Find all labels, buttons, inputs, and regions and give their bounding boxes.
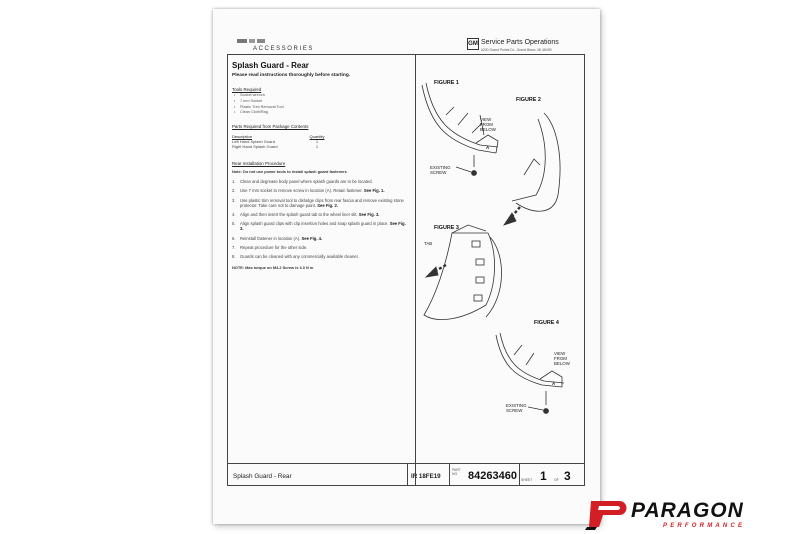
table-row: Left Hand Splash Guard 1	[232, 139, 410, 144]
instruction-sheet: ACCESSORIES GM Service Parts Operations …	[213, 9, 600, 524]
tool-item: Clean Cloth/Rag	[232, 110, 410, 116]
procedure-heading: Rear Installation Procedure	[232, 161, 286, 167]
part-no-label: PART NO.	[452, 468, 461, 476]
list-item: 6.Reinstall fastener in location (A). Se…	[232, 235, 323, 241]
step-figure-ref: See Fig. 1.	[363, 188, 385, 194]
spo-address: 6200 Grand Pointe Dr., Grand Blanc, MI 4…	[481, 48, 552, 52]
fig4-screw-icon	[543, 408, 549, 414]
part-quantity: 1	[315, 139, 319, 145]
fig3-clip	[475, 258, 485, 266]
paragon-wordmark: PARAGON	[631, 499, 744, 522]
footer-divider	[449, 464, 450, 486]
table-row: Right Hand Splash Guard 1	[232, 144, 410, 149]
ir-code: IR 18FE19	[411, 473, 441, 480]
fig3-clip	[471, 240, 481, 248]
fig4-point-a: A	[552, 381, 556, 386]
step-figure-ref: See Fig. 3.	[358, 212, 380, 217]
tool-item: 7 mm Socket	[232, 99, 410, 105]
paragon-logo-icon	[585, 501, 627, 530]
paragon-subtitle: PERFORMANCE	[663, 523, 746, 529]
fig3-splash-guard	[423, 232, 495, 320]
list-item: 8.Guards can be cleaned with any commerc…	[232, 254, 359, 260]
tool-item: Socket wrench	[232, 93, 410, 99]
parts-header-row: Description Quantity	[232, 134, 410, 139]
fig4-view-from-below: VIEW FROM BELOW	[554, 351, 570, 366]
list-item: 4.Align and then insert the splash guard…	[232, 212, 380, 217]
fig1-view-from-below: VIEW FROM BELOW	[480, 117, 496, 132]
fig3-tab-label: TAB	[424, 241, 433, 246]
tools-list: Socket wrench 7 mm Socket Plastic Trim R…	[232, 93, 410, 116]
figures-column: FIGURE 1 FIGURE 2 FIGURE 3 FIGURE 4 VIEW…	[416, 55, 586, 485]
fig4-fascia-line	[495, 334, 563, 388]
instructions-column: Splash Guard - Rear Please read instruct…	[232, 61, 410, 271]
fig1-point-a: A	[486, 145, 490, 150]
tools-heading: Tools Required	[232, 87, 262, 92]
list-item: 7.Repeat procedure for the other side.	[232, 244, 308, 250]
part-number: 84263460	[468, 470, 517, 482]
figure-3-label: FIGURE 3	[434, 225, 459, 231]
list-item: 1.Clean and degrease body panel where sp…	[232, 179, 373, 185]
fig3-clip	[475, 276, 485, 284]
list-item: 2.Use 7 mm socket to remove screw in loc…	[232, 188, 385, 194]
step-figure-ref: See Fig. 4.	[301, 235, 323, 241]
torque-note: NOTE: Max torque on M4.2 Screw is 3.0 N …	[232, 265, 314, 271]
part-quantity: 1	[315, 144, 319, 150]
tool-item: Plastic Trim Removal Tool	[232, 105, 410, 111]
footer-divider	[407, 464, 408, 486]
column-divider	[415, 55, 416, 485]
doc-subtitle: Please read instructions thoroughly befo…	[232, 73, 351, 78]
parts-table: Description Quantity Left Hand Splash Gu…	[232, 134, 410, 149]
fig2-guard-outline	[515, 112, 561, 212]
fig1-existing-screw: EXISTING SCREW	[430, 165, 451, 175]
instruction-frame: Splash Guard - Rear Please read instruct…	[227, 54, 585, 486]
spo-title: Service Parts Operations	[481, 39, 559, 46]
fig1-screw-icon	[471, 170, 477, 176]
fig3-arrow-icon	[431, 263, 447, 275]
fig3-clip	[473, 294, 483, 302]
figure-1-label: FIGURE 1	[434, 80, 459, 86]
list-item: 3.Use plastic trim removal tool to dislo…	[232, 197, 404, 208]
parts-col-description: Description	[232, 134, 253, 140]
doc-title: Splash Guard - Rear	[232, 61, 309, 70]
sheet-label: SHEET	[521, 478, 533, 482]
footer-title: Splash Guard - Rear	[233, 473, 292, 480]
step-figure-ref: See Fig. 2.	[317, 202, 338, 208]
power-tool-note: Note: Do not use power tools to install …	[232, 169, 347, 175]
sheet-number: 1	[540, 469, 547, 483]
of-label: OF	[554, 478, 559, 482]
figure-4-label: FIGURE 4	[534, 320, 559, 326]
figure-2-label: FIGURE 2	[516, 97, 541, 103]
fig1-fascia-line	[421, 84, 497, 154]
accessories-brand: ACCESSORIES	[253, 46, 314, 52]
title-block: Splash Guard - Rear IR 18FE19 PART NO. 8…	[227, 463, 585, 486]
part-description: Left Hand Splash Guard	[232, 139, 275, 145]
sheet-total: 3	[564, 469, 571, 483]
footer-divider	[519, 464, 520, 486]
paragon-watermark: PARAGON PERFORMANCE	[585, 497, 795, 531]
parts-heading: Parts Required from Package Contents	[232, 124, 309, 130]
step-figure-ref: See Fig. 3.	[240, 221, 406, 232]
list-item: 5.Align splash guard clips with clip ins…	[232, 221, 406, 232]
part-description: Right Hand Splash Guard	[232, 144, 278, 150]
steps-list: 1.Clean and degrease body panel where sp…	[232, 179, 410, 259]
brand-logos	[237, 39, 265, 43]
gm-logo: GM	[467, 38, 479, 50]
fig4-existing-screw: EXISTING SCREW	[506, 403, 527, 413]
figures-illustration	[421, 82, 565, 414]
parts-col-quantity: Quantity	[309, 134, 325, 140]
